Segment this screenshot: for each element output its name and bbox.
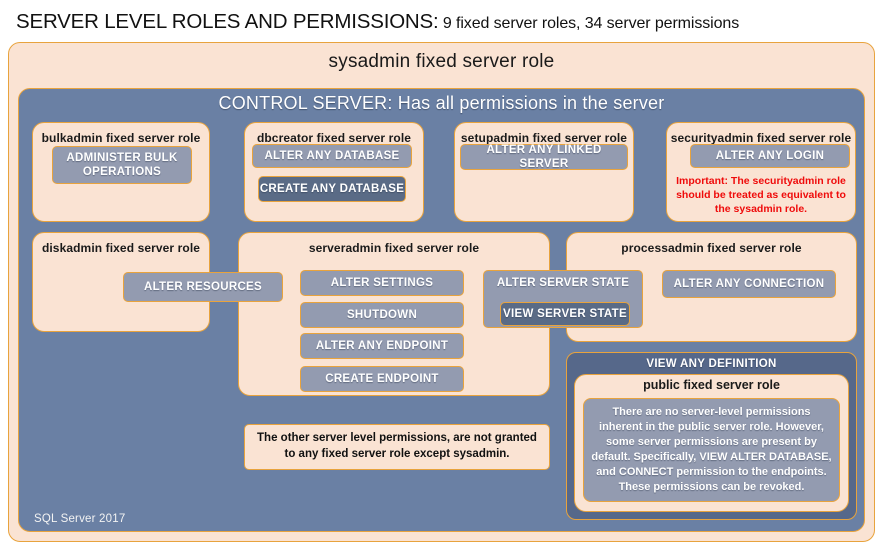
setupadmin-role-box: setupadmin fixed server role: [454, 122, 634, 222]
sysadmin-role-label: sysadmin fixed server role: [328, 51, 555, 72]
setupadmin-role-label: setupadmin fixed server role: [460, 131, 628, 145]
bulkadmin-role-label: bulkadmin fixed server role: [41, 131, 201, 145]
dbcreator-role-box: dbcreator fixed server role: [244, 122, 424, 222]
page-title: SERVER LEVEL ROLES AND PERMISSIONS: 9 fi…: [16, 10, 866, 36]
permission-view-any-definition: VIEW ANY DEFINITION: [646, 358, 777, 370]
permission-alter-any-database: ALTER ANY DATABASE: [252, 144, 412, 168]
page-title-main: SERVER LEVEL ROLES AND PERMISSIONS:: [16, 10, 439, 33]
permission-alter-any-connection: ALTER ANY CONNECTION: [662, 270, 836, 298]
other-permissions-note: The other server level permissions, are …: [244, 424, 550, 470]
control-server-label: CONTROL SERVER: Has all permissions in t…: [218, 93, 665, 113]
permission-alter-settings: ALTER SETTINGS: [300, 270, 464, 296]
permission-create-any-database: CREATE ANY DATABASE: [258, 176, 406, 202]
securityadmin-role-box: securityadmin fixed server role: [666, 122, 856, 222]
footer-version-label: SQL Server 2017: [34, 513, 126, 525]
permission-alter-any-login: ALTER ANY LOGIN: [690, 144, 850, 168]
permission-shutdown: SHUTDOWN: [300, 302, 464, 328]
processadmin-role-label: processadmin fixed server role: [621, 241, 802, 255]
serveradmin-role-label: serveradmin fixed server role: [308, 241, 480, 255]
public-role-label: public fixed server role: [643, 378, 780, 392]
permission-administer-bulk-operations: ADMINISTER BULK OPERATIONS: [52, 146, 192, 184]
dbcreator-role-label: dbcreator fixed server role: [256, 131, 412, 145]
securityadmin-warning-note: Important: The securityadmin role should…: [676, 175, 846, 216]
securityadmin-role-label: securityadmin fixed server role: [670, 131, 852, 145]
permission-create-endpoint: CREATE ENDPOINT: [300, 366, 464, 392]
permission-view-server-state: VIEW SERVER STATE: [500, 302, 630, 326]
permission-alter-any-endpoint: ALTER ANY ENDPOINT: [300, 333, 464, 359]
public-role-description: There are no server-level permissions in…: [583, 398, 840, 502]
diskadmin-role-label: diskadmin fixed server role: [41, 241, 201, 255]
permission-alter-resources: ALTER RESOURCES: [123, 272, 283, 302]
permission-alter-any-linked-server: ALTER ANY LINKED SERVER: [460, 144, 628, 170]
page-title-sub: 9 fixed server roles, 34 server permissi…: [438, 15, 740, 32]
